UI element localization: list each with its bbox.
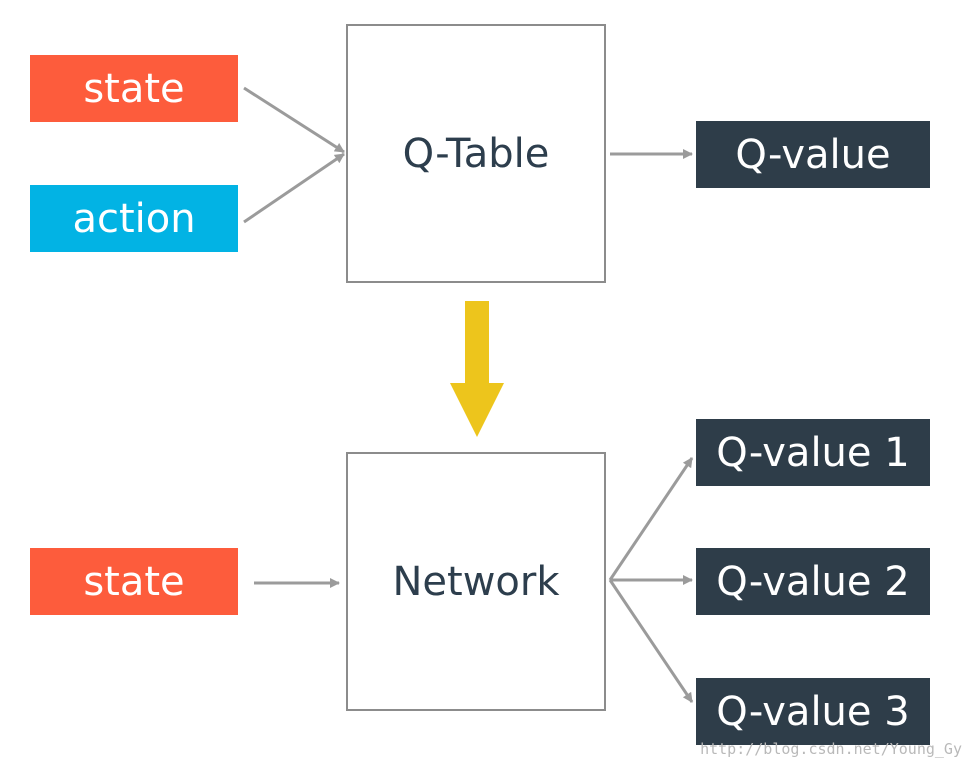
top-action-label: action — [30, 185, 238, 252]
arrow-network-to-qvalue-3 — [608, 579, 694, 703]
bottom-state-label: state — [30, 548, 238, 615]
qtable-box: Q-Table — [346, 24, 606, 283]
qvalue-1-label: Q-value 1 — [696, 419, 930, 486]
watermark: http://blog.csdn.net/Young_Gy — [700, 740, 962, 758]
qvalue-3-label: Q-value 3 — [696, 678, 930, 745]
network-box: Network — [346, 452, 606, 711]
top-qvalue-label: Q-value — [696, 121, 930, 188]
top-state-label: state — [30, 55, 238, 122]
arrow-network-to-qvalue-1 — [608, 457, 694, 581]
transition-arrow — [450, 301, 504, 437]
arrow-state-to-qtable — [243, 86, 345, 154]
arrow-action-to-qtable — [243, 152, 345, 224]
qvalue-2-label: Q-value 2 — [696, 548, 930, 615]
